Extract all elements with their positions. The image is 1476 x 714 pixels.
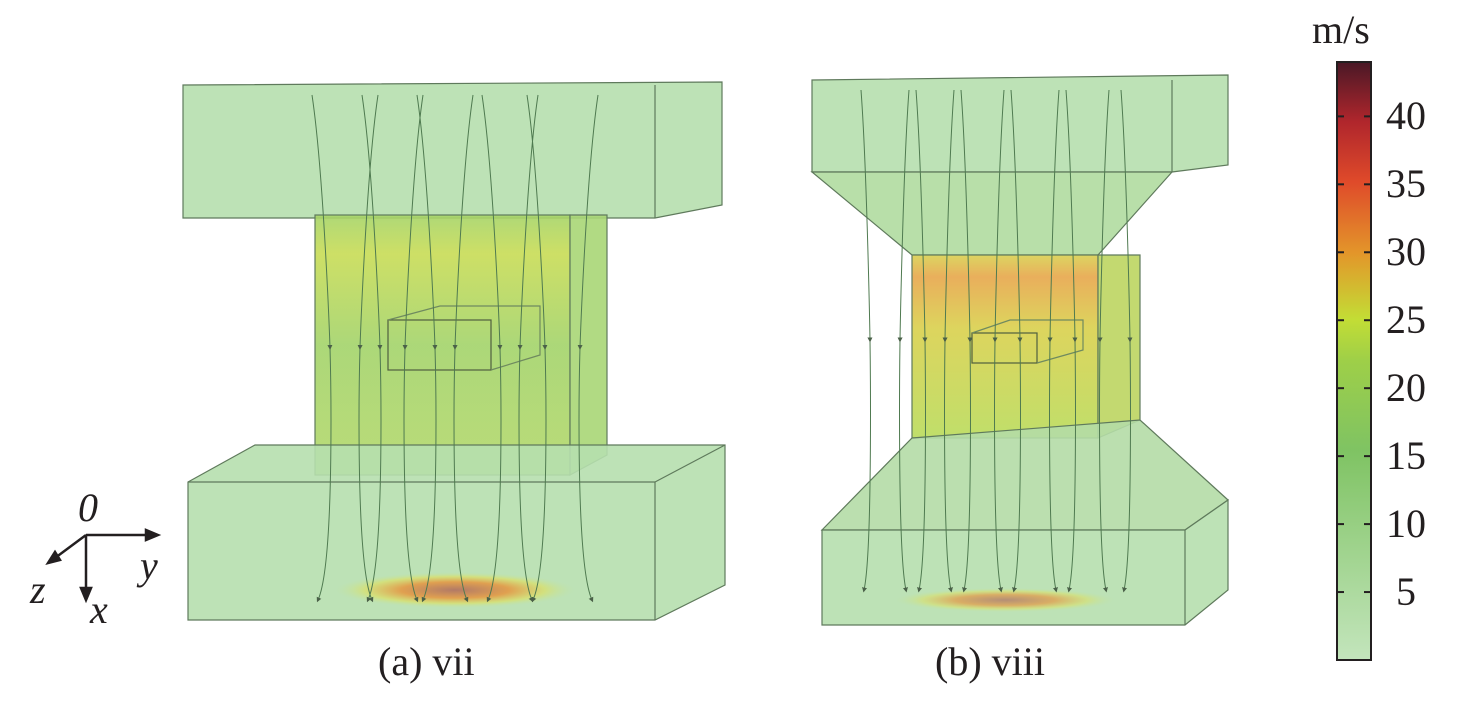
colorbar [1336,61,1372,661]
colorbar-tick-label: 40 [1386,93,1426,139]
streamline [526,94,548,603]
streamline [960,89,973,593]
caption-panel-b: (b) viii [935,639,1045,684]
colorbar-tick-label: 35 [1386,161,1426,207]
streamline [860,89,873,593]
panel-b-channel [911,254,1099,439]
panel-a-top-box [182,81,723,219]
streamline [357,94,379,603]
streamline [942,89,955,593]
streamline [402,94,424,603]
axis-x-label: x [90,587,108,632]
colorbar-tick-label: 10 [1386,501,1426,547]
panel-a-geometry [182,81,726,621]
streamline [897,89,910,593]
colorbar-unit: m/s [1312,7,1370,52]
coordinate-axes [45,528,162,604]
panel-a-streamlines [311,94,599,603]
streamline [416,94,438,603]
colorbar-ticks [1337,115,1371,594]
streamline [361,94,383,603]
panel-b-top-box [811,74,1229,173]
streamline [1120,89,1133,593]
caption-panel-a: (a) vii [378,639,475,684]
streamline [1065,89,1078,593]
panel-a-channel [314,214,571,476]
streamline [1010,89,1023,593]
axis-y-label: y [140,543,158,588]
streamline [992,89,1005,593]
streamline [915,89,928,593]
colorbar-tick-label: 30 [1386,229,1426,275]
streamline [517,94,539,603]
streamline [481,94,503,603]
streamline [1047,89,1060,593]
colorbar-tick-label: 5 [1396,569,1416,615]
axis-z-label: z [30,567,46,612]
streamline [311,94,333,603]
streamline [577,94,599,603]
colorbar-tick-label: 20 [1386,365,1426,411]
panel-b-streamlines [860,89,1133,593]
axis-origin-label: 0 [78,485,98,530]
colorbar-tick-label: 25 [1386,297,1426,343]
streamline [1097,89,1110,593]
streamline [452,94,474,603]
colorbar-tick-label: 15 [1386,433,1426,479]
